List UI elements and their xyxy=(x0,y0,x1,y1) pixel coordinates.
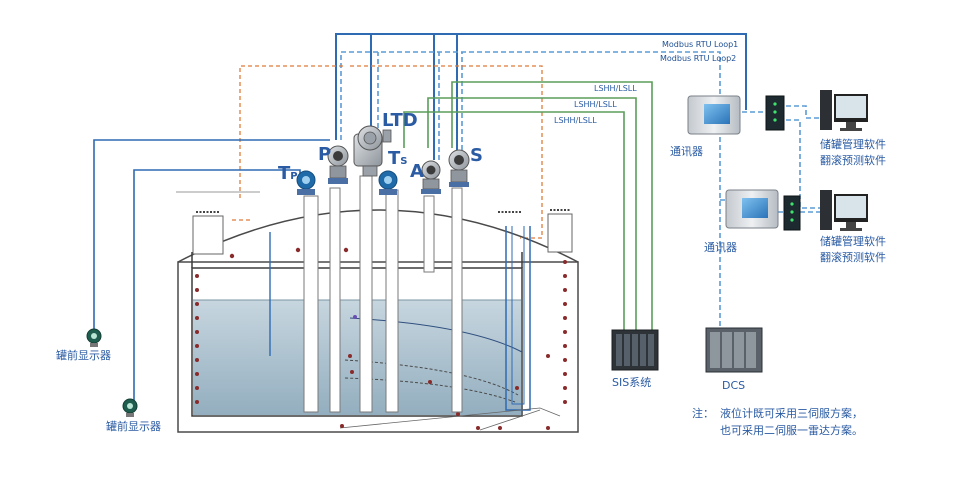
ltd-gauge xyxy=(353,125,392,177)
ts-label: TS xyxy=(388,148,408,169)
servo-gauge-a xyxy=(421,160,441,194)
workstation-upper xyxy=(820,90,868,131)
ltd-label: LTD xyxy=(382,110,418,131)
note-line2: 也可采用二伺服一雷达方案。 xyxy=(720,424,863,437)
orange-dashed-lines xyxy=(232,65,543,239)
sis-label: SIS系统 xyxy=(612,376,652,389)
junction-box-right xyxy=(547,209,573,253)
tank-display-upper-label: 罐前显示器 xyxy=(56,349,111,362)
s-label: S xyxy=(470,145,483,166)
software-lower-line2: 翻滚预测软件 xyxy=(820,251,886,264)
software-upper-line1: 储罐管理软件 xyxy=(820,138,886,151)
communicator-lower xyxy=(725,189,779,229)
tank-display-upper xyxy=(86,328,102,347)
network-switch-upper xyxy=(765,95,785,131)
p-label: P xyxy=(318,144,332,165)
dcs-cabinet xyxy=(705,327,763,373)
modbus-loop1-line xyxy=(335,33,747,160)
workstation-lower xyxy=(820,190,868,231)
loop1-label: Modbus RTU Loop1 xyxy=(662,40,739,49)
wall-sensors-right xyxy=(340,260,567,430)
dcs-label: DCS xyxy=(722,379,746,392)
transmitter-tp xyxy=(296,170,316,195)
alarm-label-2: LSHH/LSLL xyxy=(574,100,617,109)
alarm-label-3: LSHH/LSLL xyxy=(554,116,597,125)
tp-label: TP xyxy=(278,163,298,184)
sis-cabinet xyxy=(611,329,659,371)
alarm-label-1: LSHH/LSLL xyxy=(594,84,637,93)
communicator-lower-label: 通讯器 xyxy=(704,241,737,254)
junction-box-left xyxy=(192,211,224,255)
servo-gauge-s xyxy=(448,149,470,187)
alarm-lines xyxy=(403,81,653,330)
communicator-upper-label: 通讯器 xyxy=(670,145,703,158)
network-switch-lower xyxy=(783,195,801,231)
tank-display-lower-label: 罐前显示器 xyxy=(106,420,161,433)
modbus-loop2-line xyxy=(340,51,740,330)
still-pipes xyxy=(303,175,463,413)
storage-tank xyxy=(176,191,579,433)
servo-gauge-p xyxy=(327,145,349,184)
note-line1: 液位计既可采用三伺服方案， xyxy=(720,407,863,420)
note-prefix: 注： xyxy=(692,407,714,420)
wall-sensors-left xyxy=(195,247,349,404)
loop2-label: Modbus RTU Loop2 xyxy=(660,54,737,63)
transmitter-ts xyxy=(378,170,398,195)
software-lower-line1: 储罐管理软件 xyxy=(820,235,886,248)
a-label: A xyxy=(410,161,424,182)
tank-display-lower xyxy=(122,398,138,417)
software-upper-line2: 翻滚预测软件 xyxy=(820,154,886,167)
network-dashed-lines xyxy=(742,105,822,213)
communicator-upper xyxy=(687,95,741,135)
